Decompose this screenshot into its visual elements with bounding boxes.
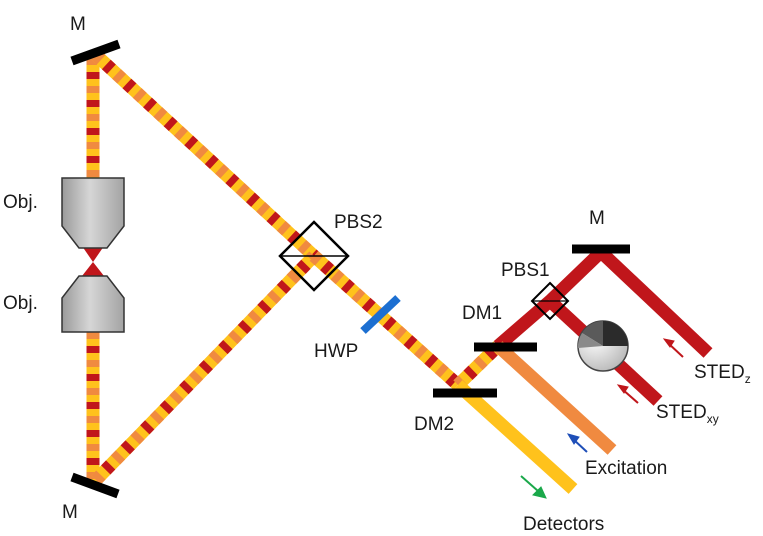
label-objective-bottom: Obj. <box>3 293 38 314</box>
label-mirror-right: M <box>589 208 605 229</box>
label-detectors: Detectors <box>523 514 604 535</box>
label-mirror-bottom: M <box>62 502 78 523</box>
beam-segment-top-diagonal <box>91 50 319 261</box>
beam-segment-to-dm2 <box>309 251 463 390</box>
objective-top <box>61 177 125 249</box>
beam-segment-bottom-diagonal <box>91 251 319 485</box>
excitation-beam <box>493 341 617 455</box>
combined-beam-paths <box>86 50 503 485</box>
arrow-excitation <box>566 433 588 453</box>
label-mirror-top: M <box>70 14 86 35</box>
pbs1-cube <box>530 281 570 321</box>
focus-cone-top <box>82 246 104 262</box>
label-pbs1: PBS1 <box>501 260 550 281</box>
sted-beam-mirror-to-sted-z <box>596 247 713 358</box>
objective-bottom <box>61 275 125 333</box>
label-dm2: DM2 <box>414 414 454 435</box>
label-sted-z: STEDz <box>694 362 751 386</box>
half-wave-plate <box>360 295 401 334</box>
pbs2-cube <box>278 220 350 292</box>
mirror-top <box>70 39 121 66</box>
mirror-bottom <box>70 472 120 499</box>
label-excitation: Excitation <box>585 458 667 479</box>
arrow-sted-z <box>662 338 684 358</box>
detection-beam <box>453 380 578 494</box>
arrow-detectors <box>520 475 547 499</box>
beam-segment-dm2-dm1 <box>453 341 503 390</box>
label-hwp: HWP <box>314 341 358 362</box>
label-objective-top: Obj. <box>3 192 38 213</box>
arrow-sted-xy <box>616 384 639 404</box>
label-pbs2: PBS2 <box>334 212 383 233</box>
sted-beam-pbs1-to-mirror <box>545 247 606 306</box>
phase-plate <box>577 320 629 372</box>
label-sted-xy: STEDxy <box>656 402 719 426</box>
sted-beam-dm1-to-pbs1 <box>493 296 555 351</box>
focus-cone-bottom <box>82 262 104 276</box>
label-dm1: DM1 <box>462 303 502 324</box>
